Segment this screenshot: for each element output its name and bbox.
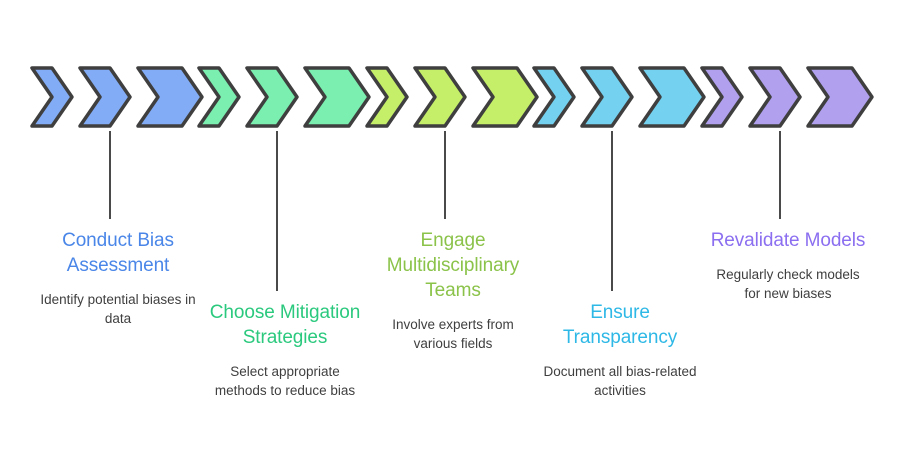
chevron-group-1 bbox=[30, 66, 206, 128]
step-text-4: Ensure Transparency Document all bias-re… bbox=[532, 300, 708, 400]
step-description-3: Involve experts from various fields bbox=[392, 317, 514, 351]
step-title-3: Engage Multidisciplinary Teams bbox=[386, 230, 520, 301]
chevron-right-icon bbox=[245, 66, 299, 128]
process-step-5[interactable]: Revalidate Models Regularly check models… bbox=[700, 0, 876, 463]
chevron-group-5 bbox=[700, 66, 876, 128]
step-description-4: Document all bias-related activities bbox=[543, 364, 697, 398]
step-title-2: Choose Mitigation Strategies bbox=[209, 302, 361, 348]
step-description-2: Select appropriate methods to reduce bia… bbox=[214, 364, 356, 398]
chevron-right-icon bbox=[806, 66, 874, 128]
step-text-5: Revalidate Models Regularly check models… bbox=[700, 228, 876, 303]
chevron-group-4 bbox=[532, 66, 708, 128]
chevron-right-icon bbox=[30, 66, 74, 128]
chevron-right-icon bbox=[78, 66, 132, 128]
chevron-right-icon bbox=[197, 66, 241, 128]
chevron-right-icon bbox=[365, 66, 409, 128]
connector-line-5 bbox=[779, 131, 781, 219]
process-step-4[interactable]: Ensure Transparency Document all bias-re… bbox=[532, 0, 708, 463]
chevron-right-icon bbox=[748, 66, 802, 128]
process-step-2[interactable]: Choose Mitigation Strategies Select appr… bbox=[197, 0, 373, 463]
chevron-group-2 bbox=[197, 66, 373, 128]
chevron-group-3 bbox=[365, 66, 541, 128]
chevron-right-icon bbox=[532, 66, 576, 128]
connector-line-1 bbox=[109, 131, 111, 219]
connector-line-4 bbox=[611, 131, 613, 291]
step-text-1: Conduct Bias Assessment Identify potenti… bbox=[30, 228, 206, 328]
step-text-2: Choose Mitigation Strategies Select appr… bbox=[197, 300, 373, 400]
process-step-1[interactable]: Conduct Bias Assessment Identify potenti… bbox=[30, 0, 206, 463]
step-title-4: Ensure Transparency bbox=[562, 302, 678, 348]
chevron-right-icon bbox=[700, 66, 744, 128]
chevron-right-icon bbox=[413, 66, 467, 128]
process-step-3[interactable]: Engage Multidisciplinary Teams Involve e… bbox=[365, 0, 541, 463]
step-description-5: Regularly check models for new biases bbox=[716, 267, 860, 301]
connector-line-2 bbox=[276, 131, 278, 291]
chevron-right-icon bbox=[638, 66, 706, 128]
step-title-1: Conduct Bias Assessment bbox=[62, 230, 174, 276]
step-description-1: Identify potential biases in data bbox=[40, 292, 196, 326]
step-title-5: Revalidate Models bbox=[710, 230, 866, 251]
chevron-right-icon bbox=[471, 66, 539, 128]
chevron-right-icon bbox=[580, 66, 634, 128]
chevron-right-icon bbox=[136, 66, 204, 128]
step-text-3: Engage Multidisciplinary Teams Involve e… bbox=[365, 228, 541, 353]
chevron-right-icon bbox=[303, 66, 371, 128]
connector-line-3 bbox=[444, 131, 446, 219]
